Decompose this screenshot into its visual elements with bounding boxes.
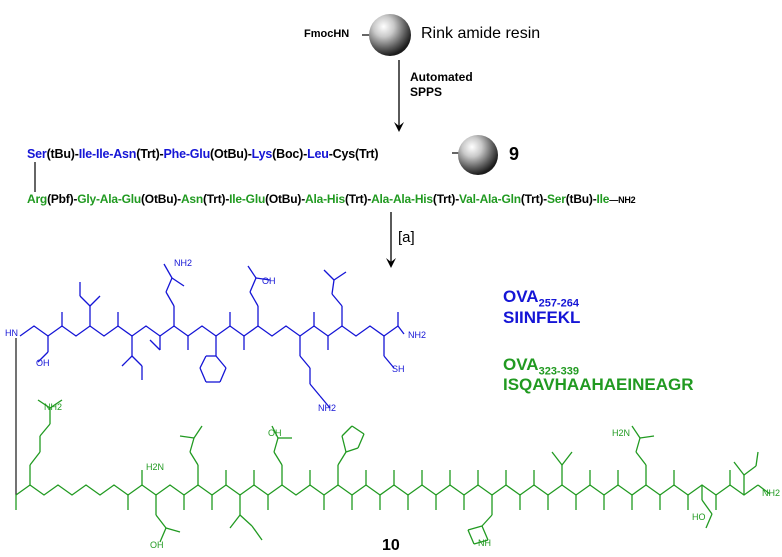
seq1-phe-glu: Phe-Glu — [163, 147, 211, 161]
seq2-arg-pg: (Pbf)- — [47, 192, 78, 206]
atom-oh: OH — [36, 358, 50, 368]
seq2-glu-pg2: (OtBu)- — [265, 192, 305, 206]
ova257-range: 257-264 — [538, 297, 579, 310]
seq2-glu-pg: (OtBu)- — [141, 192, 181, 206]
step1-line1: Automated — [410, 70, 473, 84]
ova323-range: 323-339 — [538, 365, 579, 378]
seq2-arg: Arg — [27, 192, 48, 206]
atom-cooh: OH — [262, 276, 276, 286]
arrow-spps-head — [394, 122, 404, 132]
seq1-glu-pg: (OtBu)- — [210, 147, 252, 161]
seq1-lys: Lys — [251, 147, 273, 161]
compound-10-label: 10 — [382, 537, 400, 554]
ova257-name: OVA — [503, 287, 539, 306]
atom-sh: SH — [392, 364, 405, 374]
seq2-ser-pg: (tBu)- — [565, 192, 597, 206]
atom-oh-glu2: OH — [268, 428, 282, 438]
ova323-title: OVA323-339 — [503, 355, 579, 377]
green-peptide-structure — [15, 399, 771, 545]
atom-oh-glu: OH — [150, 540, 164, 550]
seq2-ile: Ile — [596, 192, 610, 206]
seq2-asn: Asn — [180, 192, 204, 206]
seq2-gln-pg: (Trt)- — [520, 192, 547, 206]
seq1-ser-pg: (tBu)- — [46, 147, 79, 161]
fmochn-label: FmocHN — [304, 28, 350, 40]
atom-nh2-asn: NH2 — [174, 258, 193, 268]
step1-conditions: Automated SPPS — [410, 70, 473, 100]
seq1-ile-ile-asn: Ile-Ile-Asn — [78, 147, 137, 161]
blue-peptide-structure — [19, 263, 405, 409]
seq2-ala-ala-his: Ala-Ala-His — [371, 192, 433, 206]
ova257-sequence: SIINFEKL — [503, 308, 581, 327]
seq2-ile-glu: Ile-Glu — [229, 192, 266, 206]
ova323-name: OVA — [503, 355, 539, 374]
seq2-nh2: —NH2 — [609, 195, 636, 205]
resin-sequence-line2: Arg(Pbf)-Gly-Ala-Glu(OtBu)-Asn(Trt)-Ile-… — [27, 192, 636, 206]
atom-h2n-asn: H2N — [146, 462, 165, 472]
compound-9-label: 9 — [509, 144, 520, 164]
seq2-gly-ala-glu: Gly-Ala-Glu — [77, 192, 142, 206]
seq2-his-pg2: (Trt)- — [432, 192, 460, 206]
seq1-ser: Ser — [27, 147, 47, 161]
atom-nh2-arg: NH2 — [44, 402, 63, 412]
ova257-title: OVA257-264 — [503, 287, 579, 309]
atom-nh2-nterm: NH2 — [762, 488, 781, 498]
atom-nh2-cterm: NH2 — [408, 330, 427, 340]
atom-hn: HN — [5, 328, 18, 338]
seq1-cys: -Cys(Trt) — [328, 147, 379, 161]
seq1-leu: Leu — [307, 147, 329, 161]
ova323-sequence: ISQAVHAAHAEINEAGR — [503, 375, 694, 394]
seq2-val-ala-gln: Val-Ala-Gln — [459, 192, 521, 206]
resin-name: Rink amide resin — [421, 25, 541, 42]
seq1-lys-pg: (Boc)- — [272, 147, 308, 161]
seq2-his-pg: (Trt)- — [344, 192, 372, 206]
step2-conditions: [a] — [398, 229, 415, 246]
step1-line2: SPPS — [410, 85, 443, 99]
arrow-a-head — [386, 258, 396, 268]
atom-h2n-gln: H2N — [612, 428, 631, 438]
seq2-asn-pg: (Trt)- — [203, 192, 230, 206]
atom-nh2-lys: NH2 — [318, 403, 337, 413]
resin-bead-top — [369, 14, 411, 56]
resin-sequence-line1: Ser(tBu)-Ile-Ile-Asn(Trt)-Phe-Glu(OtBu)-… — [27, 147, 378, 161]
resin-bead-peptide — [458, 135, 498, 175]
atom-nh-his: NH — [478, 538, 491, 548]
seq1-asn-pg: (Trt)- — [136, 147, 164, 161]
seq2-ala-his: Ala-His — [305, 192, 345, 206]
atom-ho-ser: HO — [692, 512, 706, 522]
seq2-ser: Ser — [546, 192, 566, 206]
